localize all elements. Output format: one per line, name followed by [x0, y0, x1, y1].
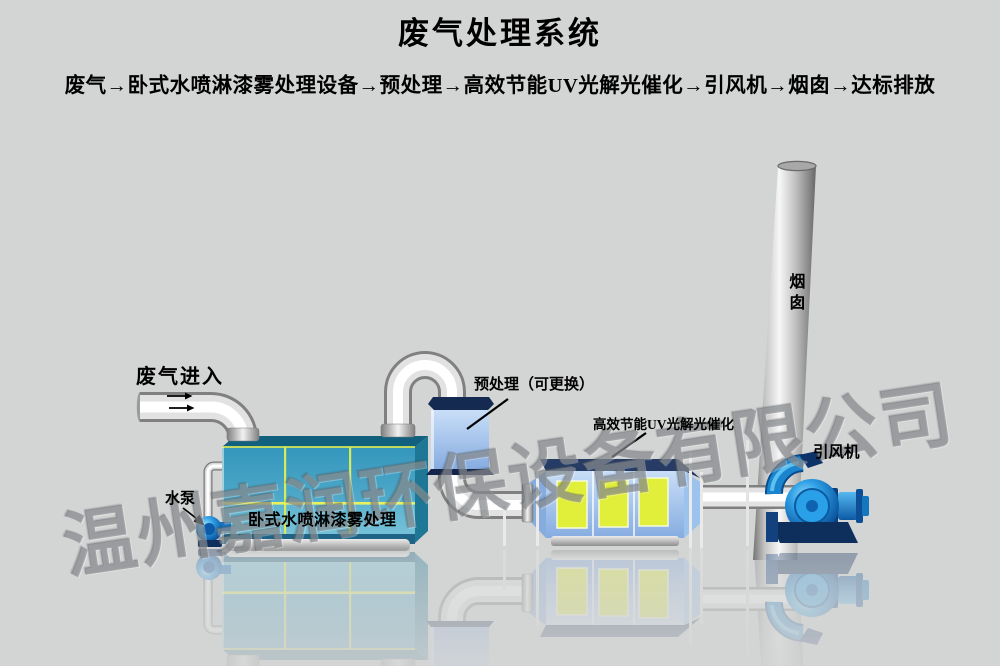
water-pipe [203, 461, 224, 518]
water-pump-label: 水泵 [165, 491, 196, 507]
inlet-label: 废气进入 [136, 366, 224, 388]
transfer-pipe [384, 351, 532, 519]
uv-flange [521, 483, 534, 523]
chimney-label: 烟囱 [786, 273, 804, 315]
support-strut [700, 472, 703, 548]
spray-tank-label: 卧式水喷淋漆雾处理 [248, 512, 397, 529]
pretreatment-label: 预处理（可更换） [474, 377, 595, 393]
outlet-collar [380, 423, 416, 438]
inlet-collar [226, 427, 260, 442]
page-title: 废气处理系统 [398, 16, 602, 51]
pretreatment-pointer-line [466, 398, 509, 430]
spray-tank [222, 436, 428, 551]
fan-label: 引风机 [813, 444, 860, 461]
uv-panel [556, 480, 588, 529]
support-strut [536, 470, 539, 546]
uv-panel [598, 479, 629, 528]
annotation-arrowheads [185, 392, 205, 526]
uv-unit-label: 高效节能UV光解光催化 [593, 417, 734, 432]
ground-reflection [137, 536, 869, 666]
support-strut [689, 452, 692, 548]
support-strut [503, 506, 506, 546]
uv-unit [503, 440, 749, 548]
induced-draft-fan [765, 451, 869, 543]
uv-pointer-line [611, 432, 647, 458]
process-flow-line: 废气→卧式水喷淋漆雾处理设备→预处理→高效节能UV光解光催化→引风机→烟囱→达标… [64, 75, 936, 97]
pretreatment-box [426, 397, 494, 475]
support-strut [746, 440, 749, 546]
uv-panel [638, 477, 669, 527]
